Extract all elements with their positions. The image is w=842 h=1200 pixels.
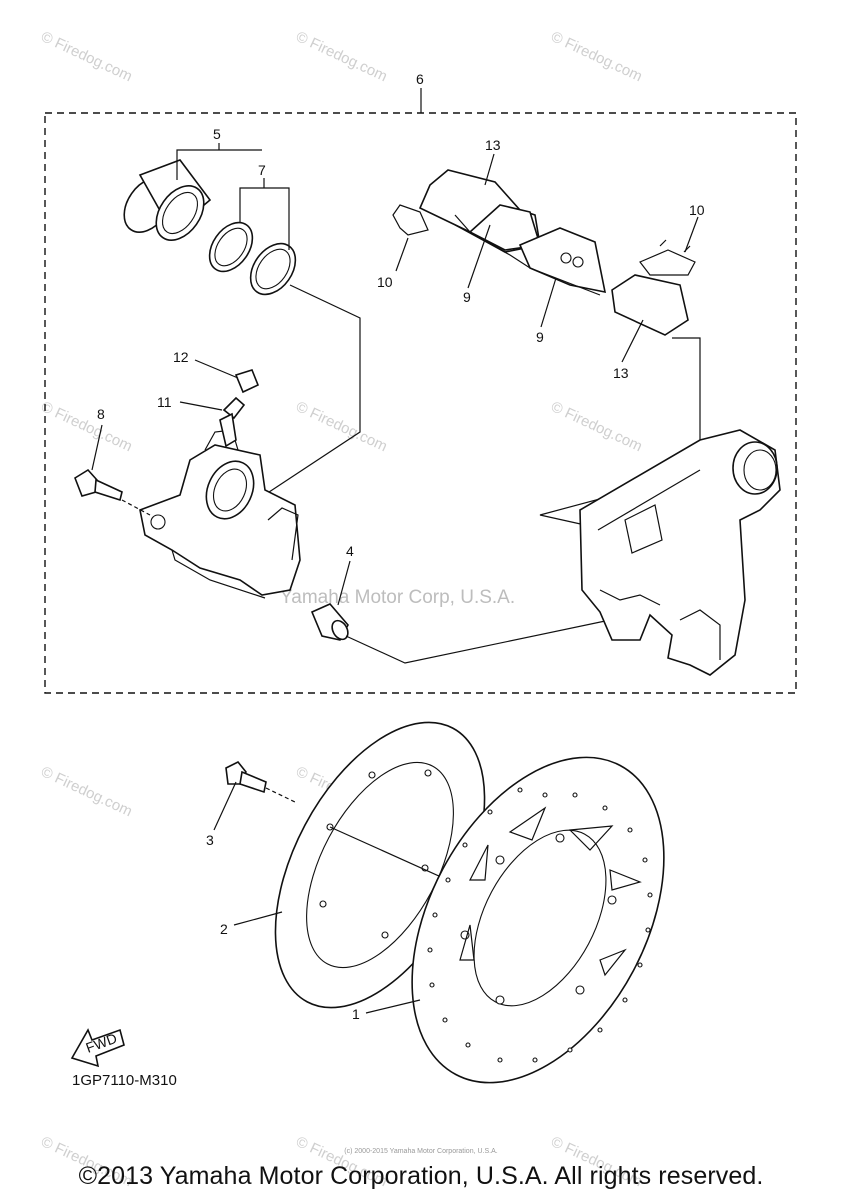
- watermark: © Firedog.com: [293, 398, 390, 455]
- leader-line-3: [213, 781, 237, 831]
- callout-5: 5: [213, 126, 221, 142]
- bleed-screw: [219, 396, 246, 448]
- tiny-footer: (c) 2000-2015 Yamaha Motor Corporation, …: [344, 1148, 498, 1155]
- callout-8: 4: [346, 543, 354, 559]
- piston: [123, 159, 212, 241]
- assembly-line: [259, 284, 361, 499]
- callout-9b: 9: [536, 329, 544, 345]
- diagram-code: 1GP7110-M310: [72, 1072, 177, 1089]
- leader-line-12: [194, 359, 239, 379]
- leader-line-1: [365, 999, 421, 1014]
- callout-2: 2: [220, 921, 228, 937]
- callout-6: 7: [258, 162, 266, 178]
- watermark: © Firedog.com: [38, 28, 135, 85]
- copyright-notice: ©2013 Yamaha Motor Corporation, U.S.A. A…: [78, 1162, 764, 1190]
- pad-springs: [392, 204, 696, 276]
- callout-3: 3: [206, 832, 214, 848]
- callout-labels: 6 5 7 13 10 10 9 9 13 12 11 8 4 3 2 1: [97, 71, 705, 1022]
- caliper-bracket: [579, 429, 781, 676]
- leader-line-11: [179, 401, 223, 411]
- callout-4: 6: [416, 71, 424, 87]
- slide-pin: [310, 603, 349, 641]
- watermark: © Firedog.com: [38, 398, 135, 455]
- callout-9: 9: [463, 289, 471, 305]
- leader-line-10: [395, 237, 409, 272]
- leader-line-13b: [621, 319, 644, 363]
- center-watermark: Yamaha Motor Corp, U.S.A.: [280, 587, 515, 608]
- leader-line-5: [176, 149, 262, 180]
- callout-13b: 13: [613, 365, 629, 381]
- callout-12: 12: [173, 349, 189, 365]
- callout-7: 8: [97, 406, 105, 422]
- leader-line-13: [484, 153, 495, 186]
- piston-seals: [208, 221, 297, 296]
- watermark: © Firedog.com: [38, 763, 135, 820]
- leader-line-8: [337, 560, 351, 606]
- assembly-line: [345, 619, 611, 664]
- fwd-arrow-icon: FWD: [70, 1028, 125, 1068]
- callout-10: 10: [377, 274, 393, 290]
- brake-caliper: [139, 429, 301, 599]
- leader-line-10b: [684, 216, 699, 253]
- watermark: © Firedog.com: [548, 28, 645, 85]
- callout-11: 11: [157, 394, 172, 410]
- brake-pads: [418, 169, 689, 336]
- callout-13: 13: [485, 137, 501, 153]
- callout-10b: 10: [689, 202, 705, 218]
- bleed-cap: [234, 369, 260, 394]
- caliper-bolt: [74, 468, 151, 516]
- brake-disc-outer: [411, 756, 665, 1084]
- leader-line-2: [233, 911, 283, 926]
- leader-line-7: [91, 424, 103, 471]
- watermark: © Firedog.com: [293, 28, 390, 85]
- callout-1: 1: [352, 1006, 360, 1022]
- leader-line-9: [467, 224, 491, 289]
- leader-line-9b: [540, 277, 557, 328]
- disc-bolt: [225, 760, 296, 803]
- watermark: © Firedog.com: [548, 398, 645, 455]
